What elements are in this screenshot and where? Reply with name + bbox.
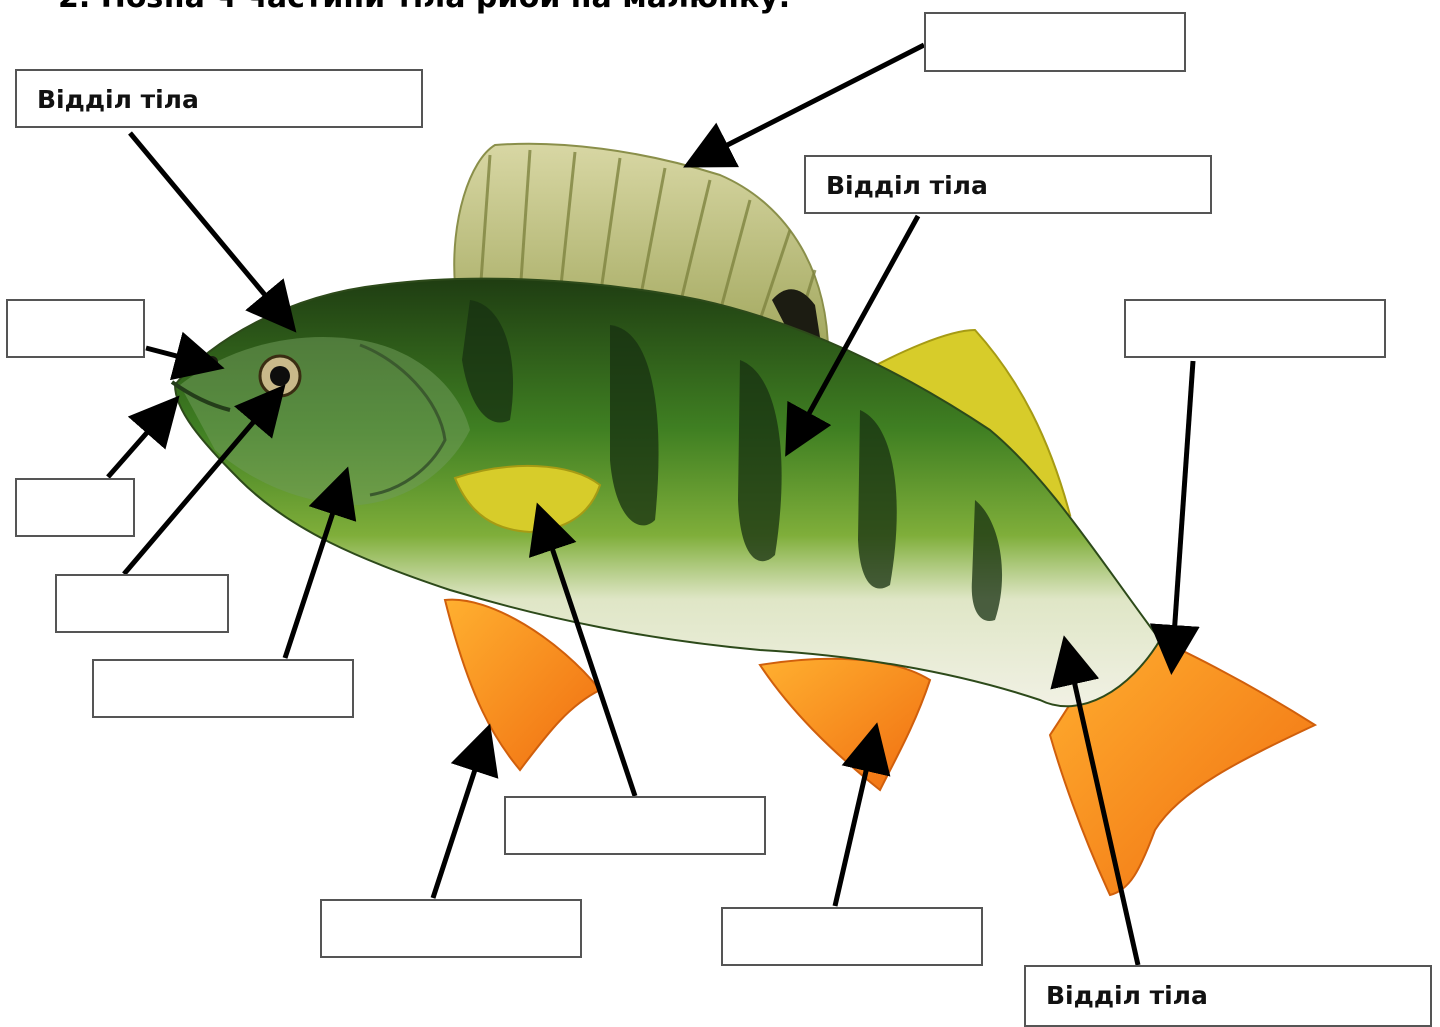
answer-box-anal-fin[interactable] xyxy=(721,907,983,966)
arrow-head-section xyxy=(130,133,290,325)
answer-box-tail-fin[interactable] xyxy=(1124,299,1386,358)
fish-body xyxy=(172,279,1160,707)
label-box-tail-section[interactable]: Відділ тіла xyxy=(1024,965,1432,1027)
answer-box-pectoral-fin[interactable] xyxy=(504,796,766,855)
eye xyxy=(260,356,300,396)
answer-box-gill-cover[interactable] xyxy=(92,659,354,718)
arrow-mouth xyxy=(108,403,173,477)
label-head-section-text: Відділ тіла xyxy=(37,85,199,114)
answer-box-eye[interactable] xyxy=(55,574,229,633)
arrow-tail-fin xyxy=(1172,361,1193,665)
label-box-head-section[interactable]: Відділ тіла xyxy=(15,69,423,128)
anal-fin xyxy=(760,659,930,790)
label-box-trunk-section[interactable]: Відділ тіла xyxy=(804,155,1212,214)
label-tail-section-text: Відділ тіла xyxy=(1046,981,1208,1010)
label-trunk-section-text: Відділ тіла xyxy=(826,171,988,200)
arrow-dorsal-fin xyxy=(692,45,924,163)
arrow-pelvic-fin xyxy=(433,733,487,898)
answer-box-mouth[interactable] xyxy=(15,478,135,537)
answer-box-nostril[interactable] xyxy=(6,299,145,358)
answer-box-pelvic-fin[interactable] xyxy=(320,899,582,958)
answer-box-dorsal-fin[interactable] xyxy=(924,12,1186,72)
